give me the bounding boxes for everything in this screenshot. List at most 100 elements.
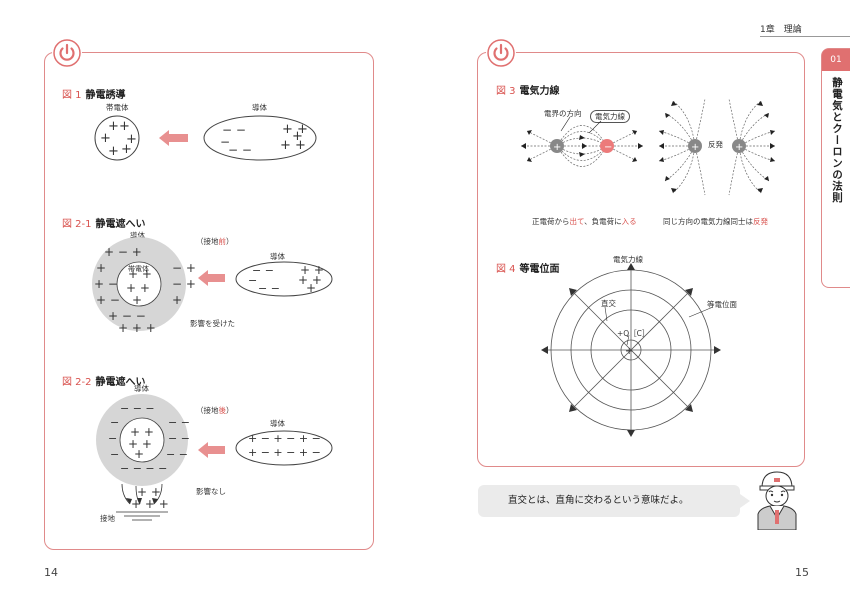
svg-text:+ + +: + + +	[118, 321, 156, 335]
fig2-2-number: 図 2-2	[62, 377, 92, 388]
fig2-2-title-text: 静電遮へい	[95, 377, 146, 388]
fig2-2-ground-post: ）	[226, 406, 234, 415]
fig3-callout-lines	[560, 116, 602, 134]
fig2-2-label-conductor-top: 導体	[134, 384, 149, 393]
svg-text:+: +	[119, 119, 130, 134]
fig4-label-field-line: 電気力線	[613, 255, 643, 264]
worker-character-icon	[757, 471, 797, 530]
svg-text:+ + +: + + +	[131, 497, 169, 511]
fig4-label-equipotential: 等電位面	[707, 300, 737, 309]
svg-text:− +: − +	[172, 277, 196, 291]
svg-text:− −: − −	[258, 282, 280, 295]
fig2-1-ground-mark: 前	[218, 237, 227, 246]
svg-text:+ +: + +	[298, 273, 322, 287]
svg-text:+: +	[96, 261, 106, 275]
fig1-number: 図 1	[62, 90, 82, 101]
svg-text:+: +	[126, 132, 137, 147]
svg-text:+: +	[108, 119, 119, 134]
svg-text:− −: − −	[168, 416, 190, 429]
fig2-1-label-affected: 影響を受けた	[190, 319, 235, 328]
fig2-1-shell: + − + + − + + − − + + − + + − − + + + + …	[92, 237, 196, 335]
fig2-2-label-no-effect: 影響なし	[196, 487, 226, 496]
svg-text:+ − +: + − +	[104, 245, 142, 259]
svg-text:+ − + − + −: + − + − + −	[248, 446, 321, 459]
svg-text:+: +	[100, 131, 111, 146]
fig1-arrow	[159, 130, 188, 146]
svg-text:+: +	[735, 142, 743, 153]
svg-text:+ +: + +	[128, 437, 152, 451]
positive-charge-icon: +	[732, 139, 746, 153]
negative-charge-icon: −	[600, 139, 614, 153]
fig2-2-label-ground: （接地後）	[196, 405, 234, 416]
svg-text:+: +	[625, 346, 633, 357]
speech-bubble: 直交とは、直角に交わるという意味だよ。	[478, 485, 740, 517]
svg-text:− −: − −	[228, 143, 252, 157]
fig4-field-lines	[543, 265, 719, 435]
fig3-label-field-line: 電気力線	[590, 110, 630, 123]
fig1-label-conductor: 導体	[252, 103, 267, 112]
right-figure-card	[477, 52, 805, 467]
fig3-pair-arrowheads	[521, 130, 643, 162]
fig2-2-ground-flow	[121, 483, 163, 505]
svg-text:− − −: − − −	[120, 402, 155, 415]
fig2-1-ground-pre: （接地	[196, 237, 219, 246]
fig3-label-field-direction: 電界の方向	[544, 109, 582, 118]
svg-text:+: +	[306, 281, 316, 295]
fig2-2-diagram: − − − − − − − − − − − − − − − − + + + + …	[96, 394, 333, 521]
svg-text:− − − −: − − − −	[120, 462, 167, 475]
fig4-center-charge: +	[625, 346, 633, 357]
fig2-2-ground-pre: （接地	[196, 406, 219, 415]
fig2-2-label-conductor-right: 導体	[270, 419, 285, 428]
fig1-label-charged: 帯電体	[106, 103, 129, 112]
svg-text:+ −: + −	[94, 277, 118, 291]
positive-charge-icon: +	[550, 139, 564, 153]
page-number-right: 15	[795, 566, 809, 579]
fig1-conductor: − − − − − + + + + +	[203, 115, 317, 161]
side-tab-number: 01	[822, 49, 850, 71]
svg-text:+: +	[108, 144, 119, 159]
svg-text:+: +	[132, 293, 142, 307]
page-number-left: 14	[44, 566, 58, 579]
fig2-1-label-conductor-right: 導体	[270, 252, 285, 261]
fig2-1-conductor: − − − − − + + + + +	[235, 261, 333, 297]
fig1-title-text: 静電誘導	[85, 90, 126, 101]
svg-text:−: −	[248, 274, 257, 287]
fig2-2-label-ground-bottom: 接地	[100, 514, 115, 523]
positive-charge-icon: +	[688, 139, 702, 153]
fig2-2-arrow	[198, 442, 225, 458]
fig3-caption-right-rep: 反発	[753, 217, 768, 226]
svg-text:− −: − −	[166, 448, 188, 461]
fig3-diagram: + −	[521, 98, 776, 196]
fig3-caption-right: 同じ方向の電気力線同士は反発	[663, 216, 768, 227]
svg-text:+ − + − + −: + − + − + −	[248, 432, 321, 445]
fig4-callouts	[604, 306, 714, 346]
fig3-caption-left-1: 正電荷から	[532, 217, 570, 226]
fig2-2-ground-mark: 後	[218, 406, 227, 415]
fig3-caption-left-out: 出て	[569, 217, 585, 226]
svg-text:−: −	[110, 416, 119, 429]
svg-text:−: −	[604, 142, 612, 153]
svg-text:+ +: + +	[300, 263, 324, 277]
fig4-field-arrowheads	[541, 263, 721, 437]
fig2-1-diagram: + − + + − + + − − + + − + + − − + + + + …	[92, 237, 333, 335]
svg-text:+ +: + +	[130, 425, 154, 439]
fig3-caption-left: 正電荷から出て、負電荷に入る	[532, 216, 637, 227]
speech-bubble-tail	[740, 494, 750, 508]
fig2-1-arrow	[198, 270, 225, 286]
fig2-1-label-ground: （接地前）	[196, 236, 234, 247]
fig3-repulsion-pair	[658, 98, 776, 196]
fig2-2-shell: − − − − − − − − − − − − − − − − + + + + …	[96, 394, 190, 486]
fig3-number: 図 3	[496, 86, 516, 97]
svg-text:+ +: + +	[126, 281, 150, 295]
side-tab-title: 静電気とクーロンの法則	[831, 77, 843, 204]
fig4-label-charge: +Q［C］	[617, 329, 650, 338]
svg-text:−: −	[220, 135, 230, 149]
fig2-1-label-conductor-top: 導体	[130, 231, 145, 240]
chapter-side-tab[interactable]: 01 静電気とクーロンの法則	[821, 48, 850, 288]
fig3-label-repulsion: 反発	[708, 140, 723, 149]
